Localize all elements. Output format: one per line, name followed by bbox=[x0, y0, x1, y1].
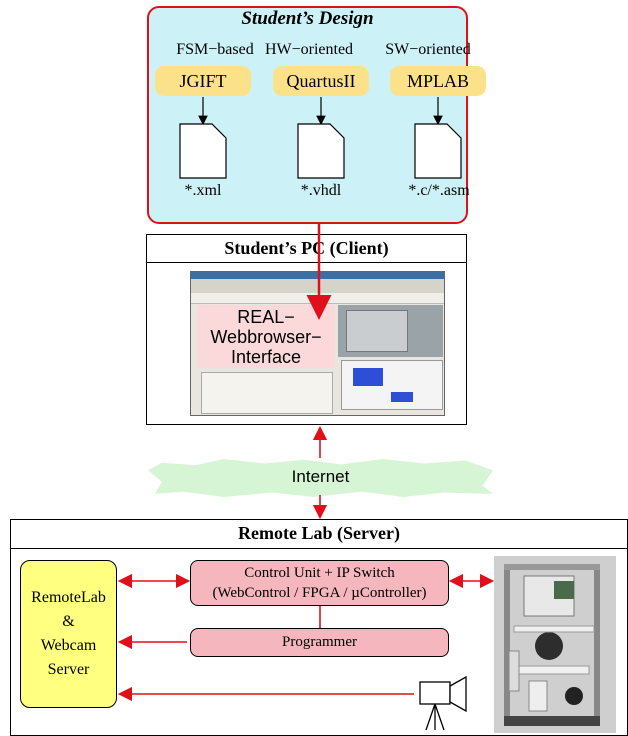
tool-quartus: QuartusII bbox=[273, 66, 369, 96]
plant-illustration bbox=[494, 556, 616, 733]
student-pc-title: Student’s PC (Client) bbox=[146, 234, 467, 263]
internet-cloud bbox=[148, 459, 493, 497]
control-unit-box: Control Unit + IP Switch (WebControl / F… bbox=[190, 560, 449, 606]
design-arrows bbox=[198, 97, 443, 126]
student-design-box bbox=[147, 6, 468, 224]
category-sw: SW−oriented bbox=[385, 41, 471, 58]
server-line-3: Webcam bbox=[40, 637, 97, 654]
server-line-1: RemoteLab bbox=[31, 589, 106, 606]
file-ext-vhdl: *.vhdl bbox=[300, 182, 342, 199]
file-ext-xml: *.xml bbox=[184, 182, 222, 199]
webcam-server-box: RemoteLab & Webcam Server bbox=[20, 560, 117, 708]
remote-lab-title: Remote Lab (Server) bbox=[10, 519, 628, 549]
lab-plant-photo bbox=[494, 556, 616, 733]
server-line-4: Server bbox=[47, 661, 90, 678]
control-unit-line-2: (WebControl / FPGA / µController) bbox=[212, 585, 427, 601]
programmer-box: Programmer bbox=[190, 628, 449, 657]
server-line-2: & bbox=[62, 613, 75, 630]
document-icon bbox=[179, 123, 462, 179]
tool-jgift: JGIFT bbox=[155, 66, 251, 96]
internet-label: Internet bbox=[291, 467, 350, 486]
file-ext-asm: *.c/*.asm bbox=[408, 182, 470, 199]
browser-label-line-2: Webbrowser− bbox=[210, 326, 322, 347]
category-hw: HW−oriented bbox=[264, 41, 354, 58]
browser-label-line-1: REAL− bbox=[237, 306, 295, 327]
category-fsm: FSM−based bbox=[176, 41, 254, 58]
browser-label-line-3: Interface bbox=[230, 346, 302, 367]
control-unit-line-1: Control Unit + IP Switch bbox=[244, 565, 395, 581]
tool-mplab: MPLAB bbox=[390, 66, 486, 96]
student-design-title: Student’s Design bbox=[241, 8, 374, 29]
browser-interface-label: REAL− Webbrowser− Interface bbox=[197, 305, 335, 368]
